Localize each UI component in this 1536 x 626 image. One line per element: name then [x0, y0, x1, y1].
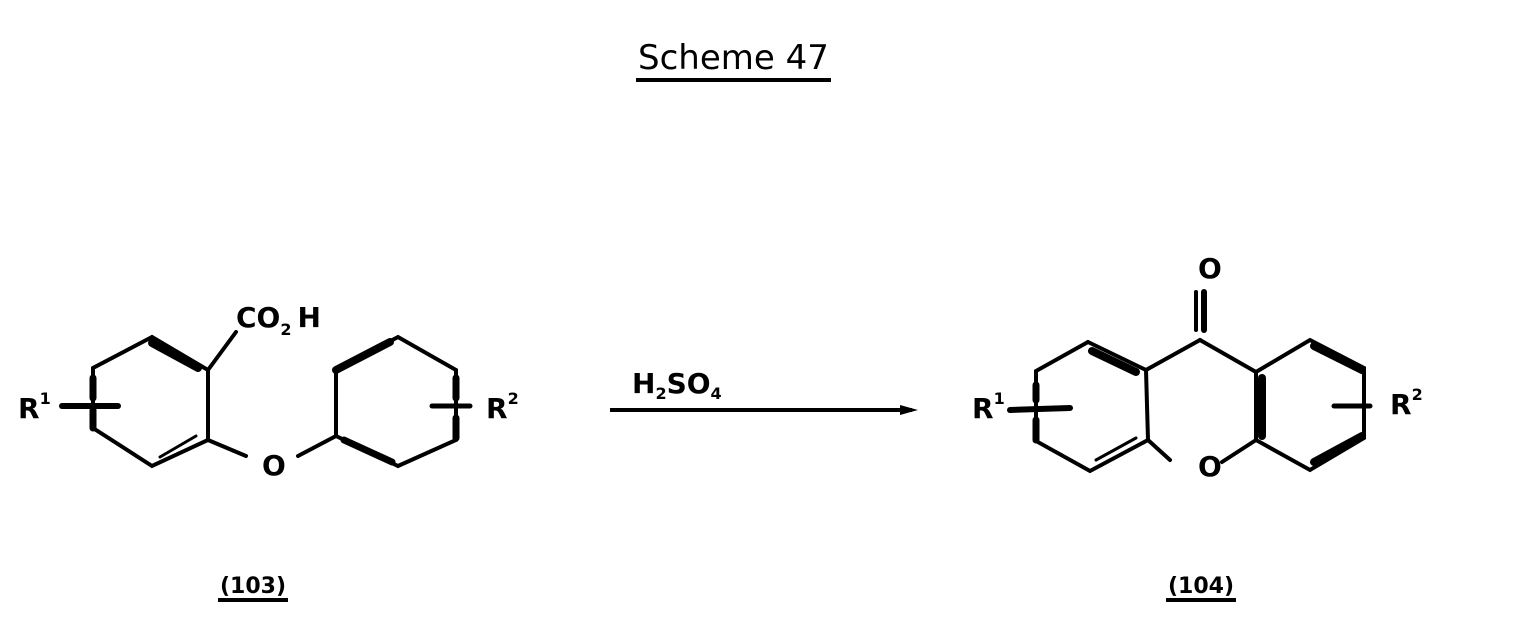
r1-label-reactant: R1	[18, 389, 51, 425]
r2-label-reactant: R2	[486, 389, 519, 425]
product-structure	[1007, 289, 1373, 474]
r1-label-product: R1	[972, 389, 1005, 425]
compound-label-103: (103)	[218, 576, 289, 602]
reagent-label: H2SO4	[632, 367, 722, 403]
compound-label-104: (104)	[1166, 576, 1237, 602]
product-atom-labels: O O R1 R2	[972, 252, 1423, 483]
reaction-arrow: H2SO4	[610, 367, 918, 415]
reactant-structure	[59, 330, 473, 469]
scheme-title: Scheme 47	[636, 40, 831, 82]
ring-oxygen-label: O	[1198, 450, 1222, 483]
carbonyl-oxygen-label: O	[1198, 252, 1222, 285]
r2-label-product: R2	[1390, 385, 1423, 421]
ether-oxygen-label: O	[262, 449, 286, 482]
